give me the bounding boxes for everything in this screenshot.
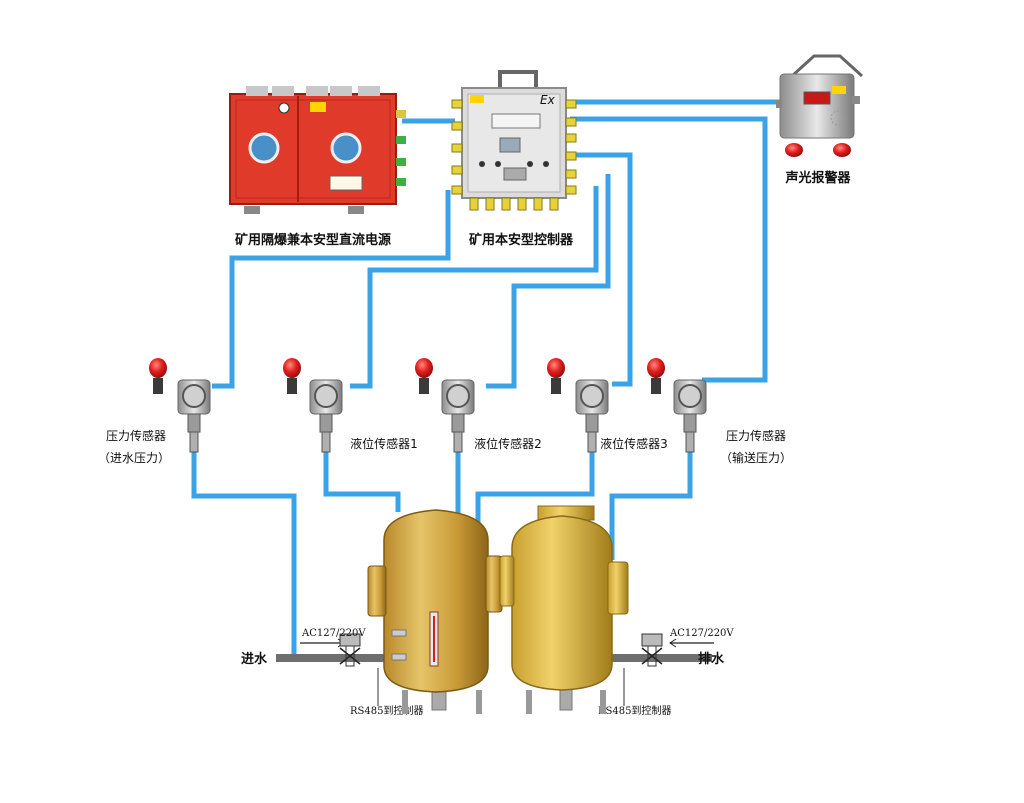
inlet-label: 进水 xyxy=(241,651,268,667)
outlet-valve: AC127/220V RS485到控制器 xyxy=(598,628,734,717)
inlet-pipe xyxy=(276,654,388,662)
alarm-light-icon xyxy=(833,143,851,157)
voltage-label-left: AC127/220V xyxy=(301,628,366,639)
sensor-3: 液位传感器2 xyxy=(415,358,542,453)
beacon-icon xyxy=(415,358,433,378)
cable-controller-sensor1 xyxy=(212,190,451,389)
cable-controller-sensor3 xyxy=(486,174,611,389)
cables xyxy=(191,99,790,658)
sensor-5-sublabel: （输送压力） xyxy=(720,450,792,465)
sensor-4: 液位传感器3 xyxy=(547,358,668,453)
sensor-5: 压力传感器 （输送压力） xyxy=(647,358,792,465)
outlet-label: 排水 xyxy=(698,651,725,667)
sensor-2: 液位传感器1 xyxy=(283,358,418,453)
alarm-label: 声光报警器 xyxy=(784,170,851,186)
sensor-2-label: 液位传感器1 xyxy=(350,436,418,451)
power-supply-label: 矿用隔爆兼本安型直流电源 xyxy=(235,232,391,248)
beacon-icon xyxy=(283,358,301,378)
window-icon xyxy=(330,132,362,164)
sensor-3-label: 液位传感器2 xyxy=(474,436,542,451)
tank-right xyxy=(499,505,629,714)
cable-sensor1-inlet xyxy=(191,452,297,658)
beacon-icon xyxy=(149,358,167,378)
sensor-1-sublabel: （进水压力） xyxy=(98,451,170,465)
sensor-1-label: 压力传感器 xyxy=(106,428,166,443)
sensor-5-label: 压力传感器 xyxy=(726,428,786,443)
cable-sensor5-tank xyxy=(609,452,693,560)
rs485-label-left: RS485到控制器 xyxy=(350,704,423,717)
alarm-light-icon xyxy=(785,143,803,157)
power-supply: 矿用隔爆兼本安型直流电源 xyxy=(229,86,406,248)
cable-controller-sensor4 xyxy=(570,152,633,387)
ma-logo-icon xyxy=(470,95,484,103)
sensor-1: 压力传感器 （进水压力） xyxy=(98,358,211,465)
alarm: 声光报警器 xyxy=(776,54,864,186)
window-icon xyxy=(248,132,280,164)
cable-controller-sensor2 xyxy=(350,186,599,389)
ma-logo-icon xyxy=(832,86,846,94)
controller: Ex 矿用本安型控制器 xyxy=(451,70,577,248)
outlet-pipe xyxy=(604,654,712,662)
ma-logo-icon xyxy=(310,102,326,112)
controller-label: 矿用本安型控制器 xyxy=(469,232,574,248)
sensor-4-label: 液位传感器3 xyxy=(600,436,668,451)
cable-sensor2-tank xyxy=(323,452,401,512)
cable-controller-alarm xyxy=(570,116,768,383)
beacon-icon xyxy=(547,358,565,378)
voltage-label-right: AC127/220V xyxy=(669,628,734,639)
beacon-icon xyxy=(647,358,665,378)
rs485-label-right: RS485到控制器 xyxy=(598,704,671,717)
tank-left xyxy=(367,509,503,714)
water-pipes: 进水 排水 xyxy=(241,651,725,667)
ex-mark: Ex xyxy=(540,93,556,107)
